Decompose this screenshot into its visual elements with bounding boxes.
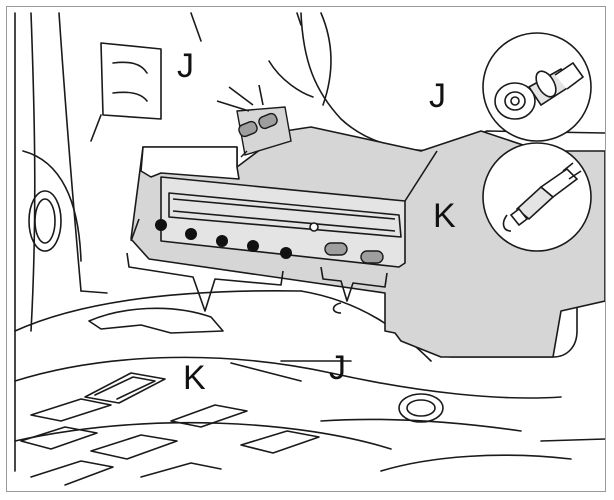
rivet [155, 219, 167, 231]
clip [360, 250, 384, 264]
clip [324, 242, 348, 256]
rivet [247, 240, 259, 252]
label-k-bottom: K [183, 359, 206, 397]
label-j-top-right: J [429, 77, 446, 115]
upper-clips [236, 106, 292, 158]
label-j-bottom: J [329, 349, 346, 387]
rivet [185, 228, 197, 240]
retaining-clips [324, 242, 384, 264]
pointer-brackets [126, 84, 388, 314]
push-rivet-detail-icon [482, 32, 592, 142]
illustration-frame: J J K K J [6, 6, 606, 492]
plug-detail-icon [482, 142, 592, 252]
rear-bracket [90, 42, 162, 142]
floor-ribs [20, 372, 320, 486]
rivet-group-bracket [126, 252, 284, 312]
floor [14, 289, 605, 472]
trim-panel-illustration: J J K K J [14, 12, 605, 486]
rivet [280, 247, 292, 259]
rivet [216, 235, 228, 247]
label-j-top-left: J [177, 47, 194, 85]
left-pillar [14, 12, 108, 472]
clip-group-bracket [320, 266, 388, 302]
push-rivets [155, 219, 292, 259]
label-k-right: K [433, 197, 456, 235]
